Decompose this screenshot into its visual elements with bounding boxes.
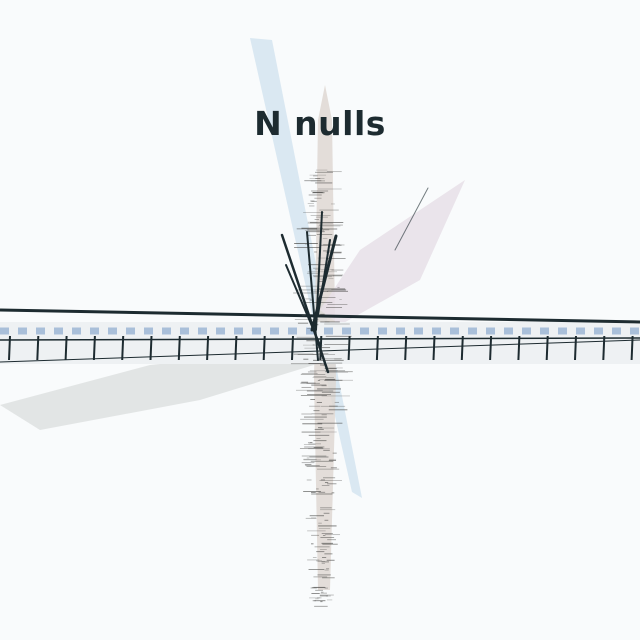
tick-mark	[291, 335, 294, 361]
tick-mark	[602, 335, 606, 361]
tick-marks	[8, 335, 634, 361]
tick-mark	[121, 335, 125, 361]
tick-mark	[404, 335, 408, 361]
horizon-line-2	[0, 337, 640, 341]
tick-mark	[630, 335, 634, 361]
tick-mark	[545, 335, 549, 361]
tick-mark	[8, 335, 11, 361]
tick-mark	[36, 335, 40, 361]
album-title: N nulls	[254, 104, 386, 143]
tick-mark	[206, 335, 210, 361]
tick-mark	[149, 335, 153, 361]
converging-strokes	[280, 187, 429, 374]
tick-mark	[234, 335, 238, 361]
grey-smear-left	[0, 350, 330, 430]
tick-mark	[262, 335, 266, 361]
tick-mark	[92, 335, 96, 361]
tick-mark	[489, 335, 493, 361]
tick-mark	[574, 335, 577, 361]
tick-mark	[347, 335, 351, 361]
tick-mark	[517, 335, 521, 361]
tick-mark	[177, 335, 181, 361]
lilac-plane	[320, 180, 465, 325]
horizon-line-1	[0, 308, 640, 324]
tick-mark	[460, 335, 464, 361]
tick-mark	[64, 335, 68, 361]
tick-mark	[432, 335, 436, 361]
tick-mark	[375, 335, 379, 361]
